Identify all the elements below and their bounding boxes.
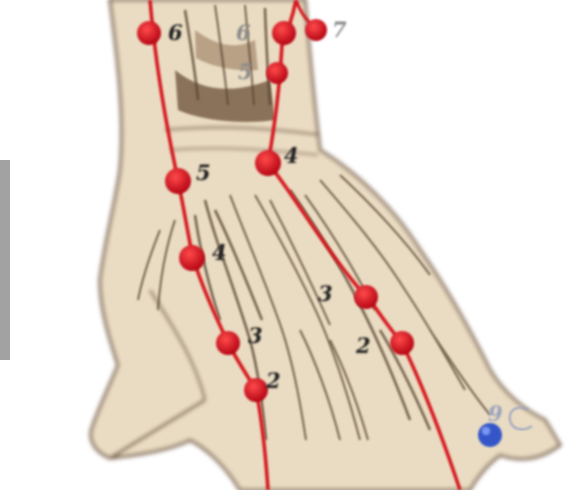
acupoint-label-m6: 6	[236, 20, 251, 45]
acupoint-r3	[354, 285, 378, 309]
acupoint-l6	[137, 21, 161, 45]
acupoint-label-l3: 3	[248, 323, 263, 348]
acupoint-label-m4: 4	[284, 143, 299, 168]
edge-artifact	[0, 160, 10, 360]
acupoint-r7	[305, 19, 327, 41]
acupoint-m6	[272, 21, 296, 45]
svg-text:9: 9	[488, 401, 503, 426]
acupoint-label-l2: 2	[265, 368, 281, 393]
acupoint-label-r7: 7	[332, 17, 347, 42]
acupoint-label-l6: 6	[168, 20, 183, 45]
acupoint-m4	[255, 150, 281, 176]
acupoint-l3	[216, 331, 240, 355]
blue-point	[478, 423, 502, 447]
acupoint-m5	[266, 62, 288, 84]
acupoint-l4	[179, 245, 205, 271]
acupoint-label-r2: 2	[355, 333, 371, 358]
acupoint-label-m5: 5	[238, 59, 253, 84]
acupoint-label-r3: 3	[318, 281, 333, 306]
acupoint-label-l5: 5	[196, 160, 211, 185]
acupoint-r2	[390, 331, 414, 355]
acupoint-label-l4: 4	[212, 240, 227, 265]
acupoint-l2	[244, 378, 268, 402]
acupoint-l5	[165, 168, 191, 194]
